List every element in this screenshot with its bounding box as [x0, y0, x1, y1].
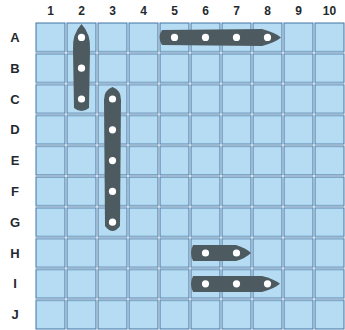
- ship: [104, 87, 121, 231]
- row-letter: E: [11, 154, 20, 167]
- row-letter: H: [10, 247, 19, 260]
- column-number: 7: [233, 5, 240, 17]
- ship: [191, 245, 251, 261]
- column-number: 9: [295, 5, 302, 17]
- row-letter: J: [11, 308, 18, 321]
- row-letter: I: [13, 277, 17, 290]
- row-letter: C: [10, 93, 19, 106]
- column-number: 5: [171, 5, 178, 17]
- column-number: 10: [323, 5, 336, 17]
- ship-dots: [78, 34, 271, 288]
- column-number: 4: [140, 5, 147, 17]
- row-letter: A: [10, 31, 19, 44]
- column-number: 2: [78, 5, 85, 17]
- column-number: 3: [109, 5, 116, 17]
- row-letter: D: [10, 123, 19, 136]
- ships: [73, 24, 281, 292]
- row-letter: F: [11, 185, 19, 198]
- column-number: 1: [47, 5, 54, 17]
- column-number: 8: [264, 5, 271, 17]
- grid-cells: [35, 22, 345, 330]
- row-letter: G: [10, 216, 20, 229]
- column-number: 6: [202, 5, 209, 17]
- ship: [191, 276, 280, 292]
- row-letter: B: [10, 62, 19, 75]
- ship: [160, 29, 282, 46]
- ship: [73, 24, 90, 111]
